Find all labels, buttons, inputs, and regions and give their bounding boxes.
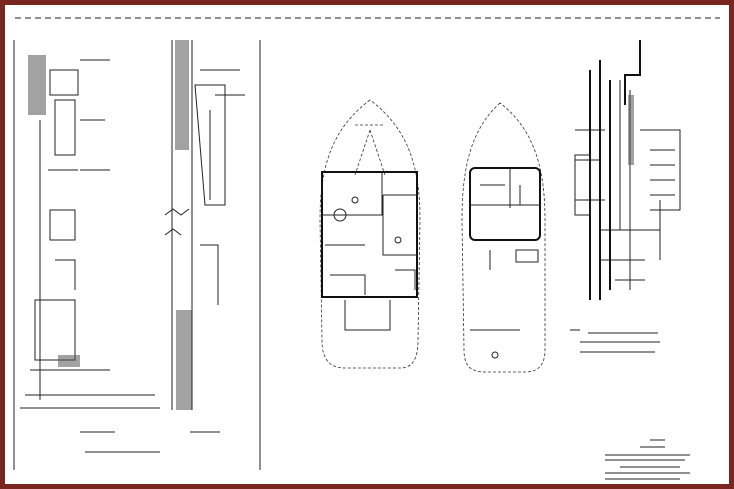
- left-captions: [80, 431, 220, 453]
- title-block: [605, 439, 690, 480]
- lower-deck-plan: [319, 99, 421, 369]
- section-elevation-right: [164, 40, 245, 410]
- section-elevation-left: [20, 55, 160, 409]
- upper-deck-plan: [461, 102, 546, 373]
- wiring-schematic: [570, 40, 681, 353]
